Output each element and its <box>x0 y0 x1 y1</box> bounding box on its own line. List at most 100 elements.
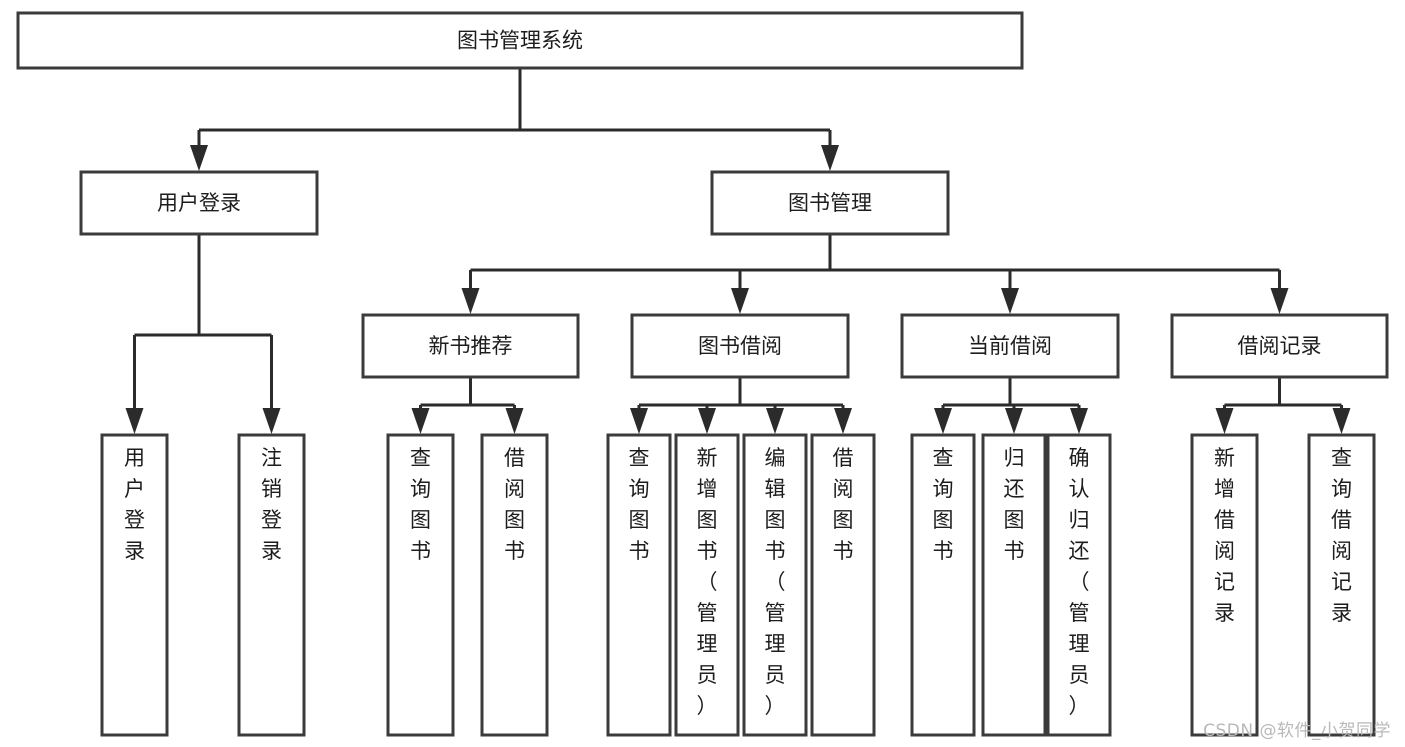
node-box-leaf-borrow-book-2[interactable] <box>810 433 876 737</box>
node-label-leaf-add-borrow-record-char-4: 记 <box>1214 570 1235 594</box>
node-label-leaf-query-book-2-char-0: 查 <box>629 446 650 470</box>
connector-group-root <box>190 68 839 171</box>
node-label-leaf-add-book-admin-char-0: 新 <box>697 446 718 470</box>
node-label-book-borrow: 图书借阅 <box>698 334 782 358</box>
node-label-leaf-edit-book-admin-char-4: （ <box>765 570 786 594</box>
connector-group-current-borrow <box>934 377 1088 434</box>
node-label-leaf-borrow-book-2-char-3: 书 <box>833 539 854 563</box>
node-label-leaf-borrow-book-1-char-1: 阅 <box>504 477 525 501</box>
node-box-new-book-rec[interactable] <box>361 313 580 379</box>
node-label-leaf-query-borrow-record-char-2: 借 <box>1331 508 1352 532</box>
node-label-leaf-add-book-admin-char-2: 图 <box>697 508 718 532</box>
node-label-current-borrow: 当前借阅 <box>968 334 1052 358</box>
node-label-leaf-add-book-admin-char-8: ） <box>697 694 718 718</box>
node-label-leaf-edit-book-admin-char-2: 图 <box>765 508 786 532</box>
node-box-leaf-query-book-2[interactable] <box>606 433 672 737</box>
node-label-leaf-query-borrow-record-char-0: 查 <box>1331 446 1352 470</box>
node-book-borrow[interactable]: 图书借阅 <box>630 313 850 379</box>
node-box-leaf-return-book[interactable] <box>981 433 1047 737</box>
node-label-leaf-confirm-return-admin-char-8: ） <box>1069 694 1090 718</box>
node-label-leaf-user-login-char-1: 户 <box>124 477 145 501</box>
node-label-leaf-borrow-book-1-char-3: 书 <box>504 539 525 563</box>
node-label-leaf-confirm-return-admin-char-3: 还 <box>1069 539 1090 563</box>
node-label-leaf-query-borrow-record-char-1: 询 <box>1331 477 1352 501</box>
connector-layer <box>125 68 1351 434</box>
node-box-borrow-record[interactable] <box>1170 313 1389 379</box>
node-box-user-login[interactable] <box>79 170 319 236</box>
node-box-leaf-edit-book-admin[interactable] <box>742 433 808 737</box>
node-label-leaf-edit-book-admin-char-6: 理 <box>765 632 786 656</box>
node-label-leaf-query-book-1-char-1: 询 <box>410 477 431 501</box>
node-label-leaf-borrow-book-1-char-0: 借 <box>504 446 525 470</box>
node-label-leaf-return-book-char-3: 书 <box>1004 539 1025 563</box>
node-user-login[interactable]: 用户登录 <box>79 170 319 236</box>
node-label-leaf-user-login-char-3: 录 <box>124 539 145 563</box>
node-label-leaf-query-book-3-char-3: 书 <box>933 539 954 563</box>
node-label-leaf-query-borrow-record-char-3: 阅 <box>1331 539 1352 563</box>
node-box-leaf-confirm-return-admin[interactable] <box>1046 433 1112 737</box>
node-label-leaf-query-book-1-char-2: 图 <box>410 508 431 532</box>
node-box-book-borrow[interactable] <box>630 313 850 379</box>
node-label-leaf-query-book-3-char-0: 查 <box>933 446 954 470</box>
node-label-leaf-query-book-3-char-2: 图 <box>933 508 954 532</box>
node-label-leaf-edit-book-admin-char-7: 员 <box>765 663 786 687</box>
node-label-leaf-query-book-2-char-3: 书 <box>629 539 650 563</box>
node-label-leaf-query-book-3-char-1: 询 <box>933 477 954 501</box>
node-label-user-login: 用户登录 <box>157 191 241 215</box>
node-borrow-record[interactable]: 借阅记录 <box>1170 313 1389 379</box>
connector-group-borrow-record <box>1215 377 1351 434</box>
node-label-leaf-edit-book-admin-char-5: 管 <box>765 601 786 625</box>
node-box-leaf-query-book-3[interactable] <box>910 433 976 737</box>
node-label-leaf-edit-book-admin-char-1: 辑 <box>765 477 786 501</box>
node-root[interactable]: 图书管理系统 <box>16 11 1024 70</box>
node-box-leaf-user-logout[interactable] <box>237 433 306 737</box>
node-label-leaf-confirm-return-admin-char-5: 管 <box>1069 601 1090 625</box>
node-current-borrow[interactable]: 当前借阅 <box>900 313 1120 379</box>
node-label-leaf-user-login-char-0: 用 <box>124 446 145 470</box>
node-box-leaf-user-login[interactable] <box>100 433 169 737</box>
node-label-leaf-user-logout-char-1: 销 <box>261 477 282 501</box>
watermark-text: CSDN @软件_小贺同学 <box>1203 721 1391 741</box>
node-label-leaf-borrow-book-2-char-2: 图 <box>833 508 854 532</box>
node-label-leaf-add-borrow-record-char-3: 阅 <box>1214 539 1235 563</box>
node-box-leaf-add-borrow-record[interactable] <box>1190 433 1259 737</box>
node-box-root[interactable] <box>16 11 1024 70</box>
node-new-book-rec[interactable]: 新书推荐 <box>361 313 580 379</box>
node-label-leaf-add-book-admin-char-5: 管 <box>697 601 718 625</box>
node-label-leaf-borrow-book-2-char-0: 借 <box>833 446 854 470</box>
node-box-leaf-query-borrow-record[interactable] <box>1307 433 1376 737</box>
node-leaf-user-login[interactable]: 用户登录 <box>100 433 169 737</box>
connector-group-book-borrow <box>630 377 852 434</box>
node-book-manage[interactable]: 图书管理 <box>710 170 950 236</box>
node-box-current-borrow[interactable] <box>900 313 1120 379</box>
node-label-leaf-confirm-return-admin-char-7: 员 <box>1069 663 1090 687</box>
node-label-leaf-confirm-return-admin-char-6: 理 <box>1069 632 1090 656</box>
node-label-leaf-add-book-admin-char-4: （ <box>697 570 718 594</box>
node-label-leaf-user-logout-char-3: 录 <box>261 539 282 563</box>
node-box-leaf-borrow-book-1[interactable] <box>480 433 549 737</box>
node-label-leaf-add-borrow-record-char-0: 新 <box>1214 446 1235 470</box>
node-label-leaf-borrow-book-2-char-1: 阅 <box>833 477 854 501</box>
node-label-leaf-query-borrow-record-char-4: 记 <box>1331 570 1352 594</box>
node-label-borrow-record: 借阅记录 <box>1238 334 1322 358</box>
node-box-leaf-query-book-1[interactable] <box>386 433 455 737</box>
node-box-book-manage[interactable] <box>710 170 950 236</box>
node-label-leaf-user-login-char-2: 登 <box>124 508 145 532</box>
node-label-leaf-borrow-book-1-char-2: 图 <box>504 508 525 532</box>
node-box-leaf-add-book-admin[interactable] <box>674 433 740 737</box>
node-label-leaf-edit-book-admin-char-0: 编 <box>765 446 786 470</box>
